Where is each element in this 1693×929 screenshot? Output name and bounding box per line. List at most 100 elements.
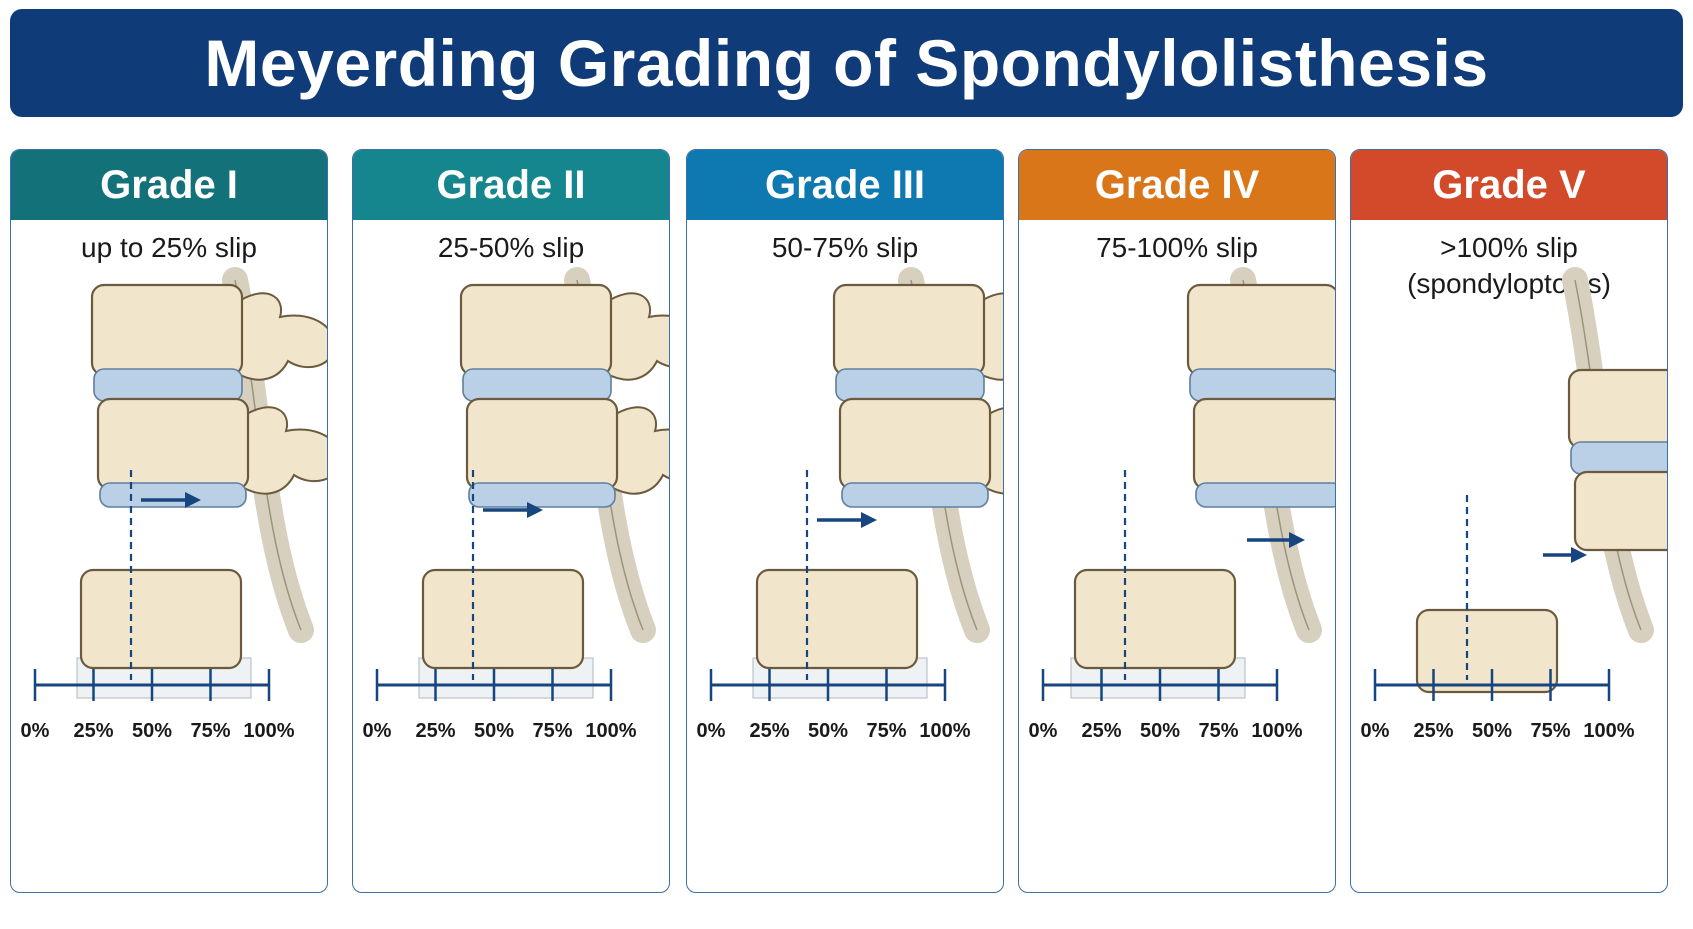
slip-arrow [483, 502, 543, 518]
upper-vertebra [90, 283, 327, 381]
scale-tick-label: 0% [21, 720, 50, 742]
scale-tick-label: 50% [474, 720, 514, 742]
vertebral-body [1415, 608, 1559, 694]
intervertebral-disc [1570, 441, 1667, 475]
scale-tick-label: 0% [697, 720, 726, 742]
slip-description-line: 75-100% slip [1096, 232, 1258, 263]
spinous-process [235, 292, 327, 381]
lower-vertebra [421, 568, 585, 670]
slipping-vertebra [465, 397, 669, 495]
slip-description-line: >100% slip [1440, 232, 1578, 263]
intervertebral-disc [1189, 368, 1335, 402]
scale-tick-label: 0% [363, 720, 392, 742]
scale-tick-label: 25% [73, 720, 113, 742]
slipping-vertebra [96, 397, 327, 495]
scale-tick-label: 100% [243, 720, 294, 742]
upper-vertebra [459, 283, 669, 381]
vertebral-body [838, 397, 992, 491]
scale-tick-label: 75% [1198, 720, 1238, 742]
lower-vertebra [79, 568, 243, 670]
upper-vertebra [832, 283, 1003, 381]
grade-panel-2: Grade II 25-50% slip 0% 25% 50% 75% 100% [352, 149, 670, 893]
spine-illustration: 0% 25% 50% 75% 100% [363, 267, 669, 742]
percent-scale: 0%25%50%75%100% [21, 669, 295, 742]
slip-arrow [1247, 532, 1305, 548]
intervertebral-disc [1195, 482, 1335, 508]
scale-tick-label: 50% [1140, 720, 1180, 742]
grade-header: Grade V [1351, 150, 1667, 220]
slipping-vertebra [1192, 397, 1335, 491]
percent-scale: 0% 25% 50% 75% 100% [1361, 669, 1635, 742]
scale-tick-label: 75% [532, 720, 572, 742]
intervertebral-disc [468, 482, 616, 508]
scale-tick-label: 25% [415, 720, 455, 742]
intervertebral-disc [835, 368, 985, 402]
lower-vertebra [1415, 608, 1559, 694]
lower-vertebra [1073, 568, 1237, 670]
vertebral-body [1073, 568, 1237, 670]
vertebral-body [421, 568, 585, 670]
slipping-vertebra [1573, 470, 1667, 552]
page-title: Meyerding Grading of Spondylolisthesis [204, 26, 1489, 100]
scale-tick-label: 0% [1361, 720, 1390, 742]
percent-scale: 0% 25% 50% 75% 100% [363, 669, 637, 742]
vertebral-body [755, 568, 919, 670]
slipping-vertebra [838, 397, 1003, 495]
slip-description: 25-50% slip [353, 230, 669, 266]
scale-tick-label: 100% [1583, 720, 1634, 742]
intervertebral-disc [99, 482, 247, 508]
upper-vertebra [1186, 283, 1335, 377]
scale-tick-label: 100% [919, 720, 970, 742]
percent-scale: 0% 25% 50% 75% 100% [1029, 669, 1303, 742]
slip-description-line: up to 25% slip [81, 232, 257, 263]
scale-tick-label: 50% [132, 720, 172, 742]
scale-tick-label: 100% [585, 720, 636, 742]
scale-tick-label: 0% [1029, 720, 1058, 742]
spinous-process [241, 406, 327, 495]
vertebral-body [1573, 470, 1667, 552]
scale-tick-label: 100% [1251, 720, 1302, 742]
spinous-process [610, 406, 669, 495]
spine-illustration: 0% 25% 50% 75% 100% [1029, 267, 1335, 742]
vertebral-body [90, 283, 244, 377]
grade-panel-5: Grade V>100% slip(spondyloptosis)0%25%50… [1350, 149, 1668, 893]
slip-arrow [817, 512, 877, 528]
slip-description: up to 25% slip [11, 230, 327, 266]
vertebral-body [459, 283, 613, 377]
percent-scale: 0%25%50%75%100% [697, 669, 971, 742]
slip-description-line: 25-50% slip [437, 232, 585, 263]
vertebral-body [1192, 397, 1335, 491]
slip-description-line: 50-75% slip [771, 232, 919, 263]
scale-tick-label: 25% [1081, 720, 1121, 742]
vertebral-body [79, 568, 243, 670]
intervertebral-disc [462, 368, 612, 402]
spine-illustration: 0%25%50%75%100% [697, 267, 1003, 742]
slip-description: 50-75% slip [687, 230, 1003, 266]
scale-tick-label: 50% [1472, 720, 1512, 742]
grade-header: Grade II [353, 150, 669, 220]
intervertebral-disc [841, 482, 989, 508]
vertebral-body [832, 283, 986, 377]
vertebral-body [1567, 368, 1667, 450]
grade-header: Grade IV [1019, 150, 1335, 220]
slip-arrow [1543, 547, 1587, 563]
scale-tick-label: 75% [866, 720, 906, 742]
grade-header: Grade I [11, 150, 327, 220]
scale-tick-label: 25% [1413, 720, 1453, 742]
grade-panel-4: Grade IV 75-100% slip 0% 25% 50% 75% 100% [1018, 149, 1336, 893]
title-bar: Meyerding Grading of Spondylolisthesis [10, 9, 1683, 117]
lower-vertebra [755, 568, 919, 670]
slip-arrow [141, 492, 201, 508]
spine-illustration: 0%25%50%75%100% [21, 267, 327, 742]
spinous-process [604, 292, 669, 381]
slip-description: 75-100% slip [1019, 230, 1335, 266]
scale-tick-label: 25% [749, 720, 789, 742]
vertebral-body [1186, 283, 1335, 377]
grade-header: Grade III [687, 150, 1003, 220]
spine-illustration: 0% 25% 50% 75% 100% [1361, 267, 1667, 742]
vertebral-body [465, 397, 619, 491]
scale-tick-label: 75% [1530, 720, 1570, 742]
intervertebral-disc [93, 368, 243, 402]
